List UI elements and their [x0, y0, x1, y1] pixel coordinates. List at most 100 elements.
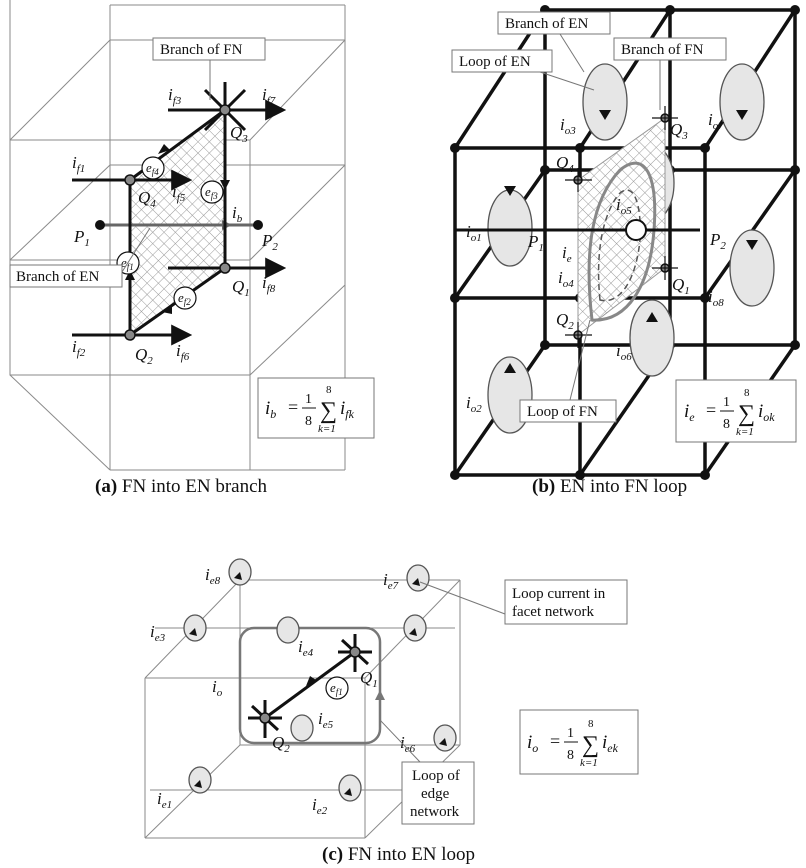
caption-b: (b) EN into FN loop	[532, 476, 687, 497]
label-if2: if2	[72, 337, 86, 359]
callout-loop-en-b	[451, 49, 553, 73]
label-q4: Q4	[138, 188, 156, 210]
arrow-ef2	[162, 304, 172, 314]
node-q4	[124, 174, 136, 186]
label-c-io: io	[212, 677, 223, 699]
svg-text:1: 1	[305, 392, 312, 407]
callout-branch-fn-text: Branch of FN	[160, 42, 243, 58]
arrow-ef4	[158, 144, 170, 154]
callout-loop-fn-b	[519, 399, 617, 423]
loop-io7	[719, 63, 765, 141]
leader-branch-en-b	[559, 33, 585, 73]
callout-branch-en-b-text: Branch of EN	[505, 16, 588, 32]
node-p1	[95, 220, 105, 230]
callout-branch-fn-b	[613, 37, 727, 61]
center-node-b	[625, 219, 647, 241]
label-io5: io5	[616, 195, 632, 217]
svg-text:iok: iok	[758, 401, 775, 424]
cube-a-edge	[249, 284, 346, 376]
callout-branch-en-text: Branch of EN	[16, 269, 99, 285]
panel-c-fn-branch	[264, 650, 356, 720]
loop-io1	[487, 189, 533, 267]
svg-text:ie: ie	[684, 401, 695, 424]
label-p1: P1	[73, 227, 90, 249]
label-b-q3: Q3	[670, 120, 688, 142]
node-q3	[219, 104, 231, 116]
callout-loop-current-line1: Loop current in	[512, 586, 606, 602]
svg-text:8: 8	[567, 748, 574, 763]
callout-loop-fn-b-text: Loop of FN	[527, 404, 598, 420]
panel-c-edge-loop	[238, 626, 382, 745]
svg-text:8: 8	[723, 417, 730, 432]
node-q1	[219, 262, 231, 274]
cube-a-edge	[249, 39, 346, 141]
label-io3: io3	[560, 115, 576, 137]
svg-text:8: 8	[744, 387, 750, 399]
svg-text:ifk: ifk	[340, 398, 355, 421]
cube-a-edge	[9, 39, 111, 141]
node-p2	[253, 220, 263, 230]
panel-b-labels: Q4 Q3 Q1 Q2 P1 P2 ie io1 io2 io3 io4 io5…	[466, 110, 726, 415]
caption-c: (c) FN into EN loop	[322, 844, 475, 865]
ef1-c-circle	[325, 676, 349, 700]
label-ie5: ie5	[318, 709, 334, 731]
formula-c-box	[519, 709, 639, 775]
label-p2: P2	[261, 231, 278, 253]
svg-text:8: 8	[588, 718, 594, 730]
loop-io8	[729, 229, 775, 307]
arrow-ef1	[125, 270, 135, 280]
ef2-label: ef2	[178, 290, 191, 307]
cube-a-mid	[249, 164, 346, 261]
label-c-q1: Q1	[360, 668, 378, 690]
label-q2: Q2	[135, 345, 153, 367]
callout-branch-en-b	[497, 11, 611, 35]
label-if1: if1	[72, 153, 85, 175]
panel-a: ef4 ef3 ef1 ef2 Q4 Q3 Q1 Q2 P1 P2 ib if1…	[9, 0, 375, 497]
svg-text:=: =	[288, 397, 298, 417]
label-b-q2: Q2	[556, 310, 574, 332]
callout-loop-en-b-text: Loop of EN	[459, 54, 531, 70]
leader-loop-current	[419, 581, 506, 615]
callout-loop-current-line2: facet network	[512, 604, 595, 620]
ef3-circle	[200, 180, 224, 204]
label-io1: io1	[466, 222, 482, 244]
svg-text:1: 1	[567, 726, 574, 741]
arrow-ef3	[220, 180, 230, 190]
svg-text:∑: ∑	[582, 732, 599, 758]
label-ie3: ie3	[150, 622, 166, 644]
label-io8: io8	[708, 287, 724, 309]
panel-b-q-nodes	[565, 106, 678, 348]
ef1-label: ef1	[121, 255, 134, 272]
loop-io6	[629, 299, 675, 377]
panel-b-fn-loop-inner	[597, 189, 641, 302]
label-ie1: ie1	[157, 789, 172, 811]
svg-text:k=1: k=1	[318, 423, 336, 435]
caption-a: (a) FN into EN branch	[95, 476, 268, 497]
svg-text:8: 8	[326, 384, 332, 396]
label-b-p2: P2	[709, 230, 726, 252]
label-if6: if6	[176, 341, 190, 363]
panel-b-fn-loop	[587, 161, 657, 322]
panel-c: ef1 Q1 Q2 io ie1 ie2 ie3	[144, 558, 639, 865]
callout-loop-current	[504, 579, 628, 625]
leader-loop-en-b	[539, 71, 595, 91]
label-io6: io6	[616, 341, 632, 363]
loop-io3	[582, 63, 628, 141]
formula-a: ib = 1 8 8 ∑ k=1 ifk	[265, 384, 355, 435]
panel-a-labels: Q4 Q3 Q1 Q2 P1 P2 ib if1 if5 if3 if7 if2…	[72, 85, 278, 367]
label-if7: if7	[262, 85, 276, 107]
label-if3: if3	[168, 85, 182, 107]
svg-text:∑: ∑	[738, 401, 755, 427]
callout-branch-en	[9, 264, 123, 288]
label-c-q2: Q2	[272, 733, 290, 755]
label-ie8: ie8	[205, 565, 221, 587]
callout-loop-edge-line3: network	[410, 804, 460, 820]
callout-loop-edge	[401, 761, 475, 825]
svg-text:io: io	[527, 732, 538, 755]
svg-text:iek: iek	[602, 732, 619, 755]
ef4-label: ef4	[146, 160, 159, 177]
ef4-circle	[141, 156, 165, 180]
ef1-c-label: ef1	[330, 680, 343, 697]
formula-b: ie = 1 8 8 ∑ k=1 iok	[684, 387, 775, 438]
